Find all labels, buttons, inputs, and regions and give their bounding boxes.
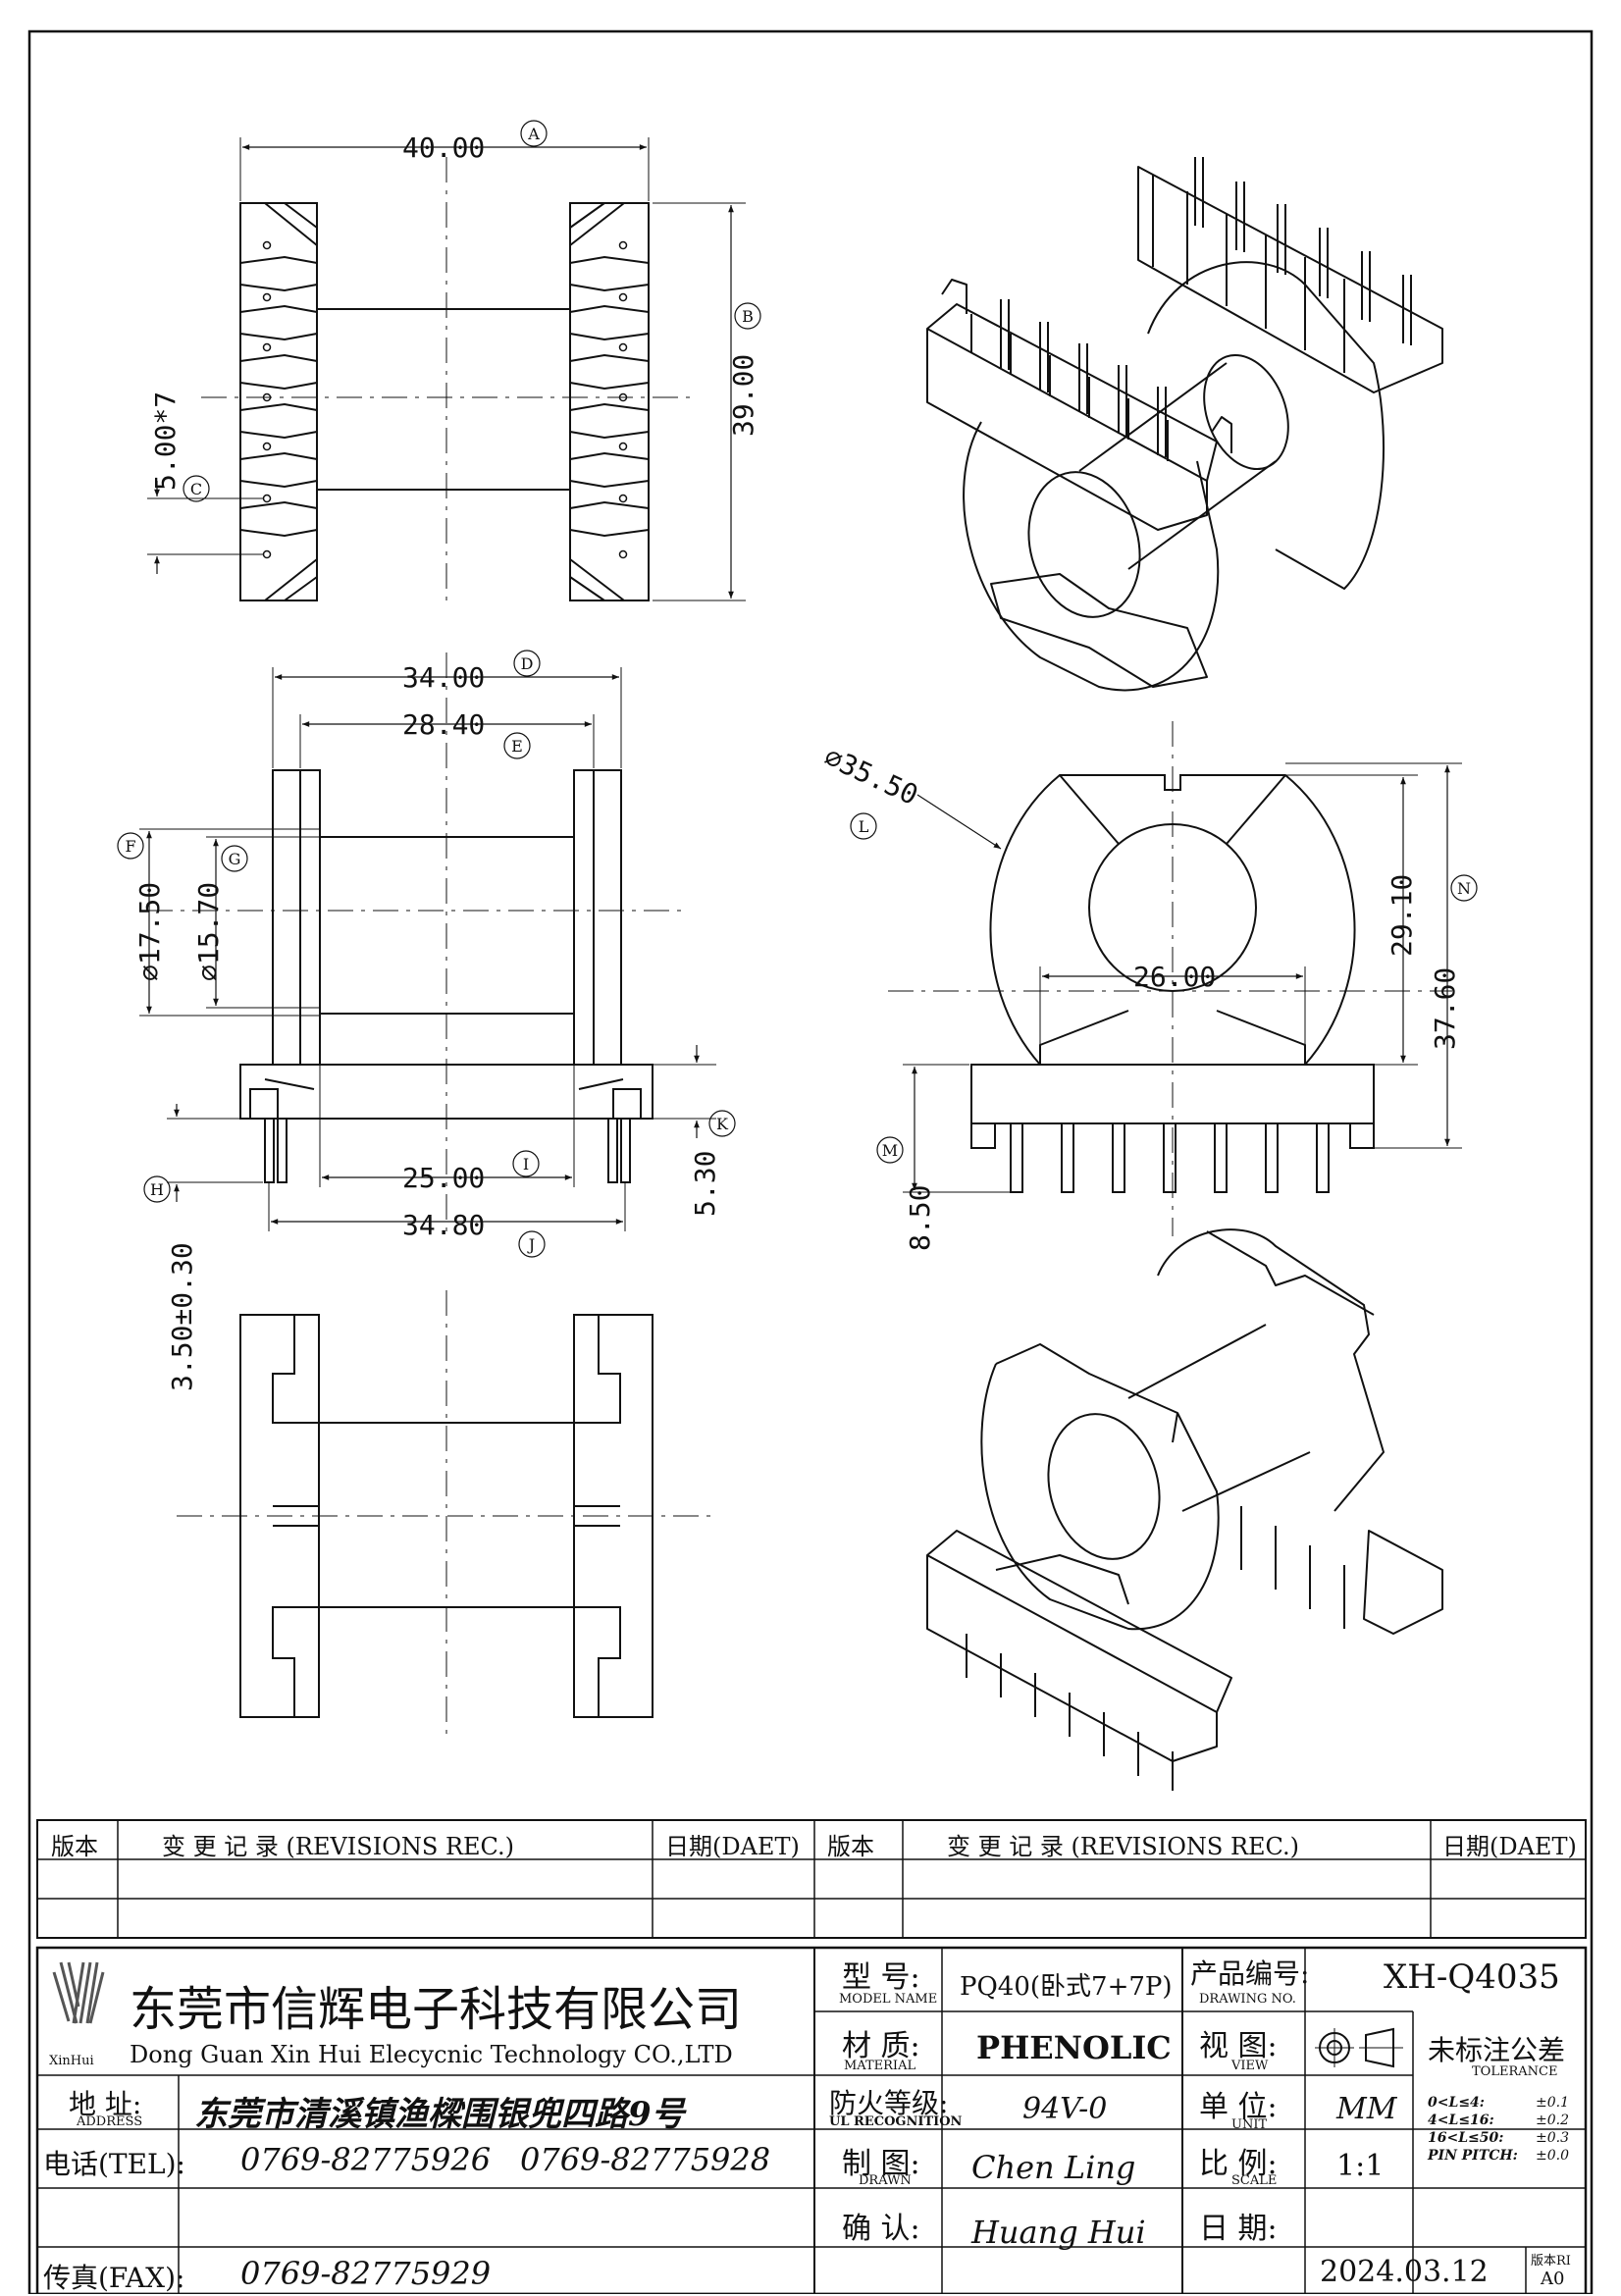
fax-label: 传真(FAX):: [43, 2262, 185, 2294]
dim-j-value: 34.80: [402, 1209, 485, 1241]
address-value: 东莞市清溪镇渔樑围银兜四路9号: [194, 2095, 685, 2134]
address-label-en: ADDRESS: [77, 2114, 143, 2129]
tel-value-2: 0769-82775928: [520, 2141, 771, 2178]
version-value: A0: [1541, 2269, 1565, 2289]
dim-a-label: A: [527, 125, 540, 143]
unit-label: 单 位:: [1199, 2090, 1278, 2124]
scale-label: 比 例:: [1199, 2147, 1278, 2181]
drawn-label: 制 图:: [842, 2147, 920, 2181]
dim-n-label: N: [1457, 879, 1471, 898]
address-label: 地 址:: [69, 2088, 142, 2120]
dim-c-label: C: [190, 480, 202, 498]
drawing-no-label-en: DRAWING NO.: [1199, 1992, 1296, 2007]
tolerance-range-2: 4<L≤16:: [1428, 2113, 1494, 2128]
front-view: [139, 652, 716, 1231]
isometric-view-top: [926, 157, 1443, 692]
tolerance-value-1: ±0.1: [1536, 2095, 1569, 2111]
dim-l-value: ⌀35.50: [819, 740, 923, 811]
tolerance-title-en: TOLERANCE: [1472, 2064, 1558, 2079]
company-logo-icon: [52, 1961, 105, 2024]
tolerance-value-4: ±0.0: [1536, 2148, 1569, 2164]
company-name-cn: 东莞市信辉电子科技有限公司: [130, 1982, 743, 2037]
tolerance-range-3: 16<L≤50:: [1428, 2130, 1504, 2146]
fax-value: 0769-82775929: [240, 2255, 492, 2292]
scale-label-en: SCALE: [1231, 2173, 1278, 2188]
dim-e-value: 28.40: [402, 708, 485, 741]
dim-b-value: 39.00: [727, 354, 759, 437]
view-label: 视 图:: [1199, 2029, 1278, 2063]
dim-d-label: D: [521, 654, 534, 673]
tel-value-1: 0769-82775926: [240, 2141, 492, 2178]
tel-label: 电话(TEL):: [43, 2148, 185, 2180]
rev-col-version-1: 版本: [51, 1833, 98, 1860]
drawing-no-value: XH-Q4035: [1384, 1957, 1560, 1997]
dim-k-value: 5.30: [689, 1151, 721, 1217]
projection-symbol-icon: [1315, 2027, 1403, 2068]
dim-j-label: J: [527, 1235, 535, 1254]
dim-m-label: M: [882, 1141, 898, 1160]
drawing-no-label: 产品编号:: [1190, 1957, 1310, 1990]
dim-h-value: 3.50±0.30: [166, 1242, 198, 1391]
date-label: 日 期:: [1199, 2212, 1278, 2246]
dim-h-label: H: [150, 1180, 164, 1199]
model-value: PQ40(卧式7+7P): [960, 1972, 1173, 2002]
dim-i-label: I: [523, 1155, 529, 1174]
dim-a-value: 40.00: [402, 131, 485, 164]
dim-c-value: 5.00*7: [149, 391, 182, 491]
tolerance-value-3: ±0.3: [1536, 2130, 1569, 2146]
dim-f-value: ⌀17.50: [133, 882, 166, 981]
dim-n-value: 37.60: [1429, 967, 1461, 1050]
date-value: 2024.03.12: [1320, 2255, 1489, 2289]
material-label: 材 质:: [842, 2029, 920, 2063]
dim-d-value: 34.00: [402, 661, 485, 694]
logo-text: XinHui: [49, 2054, 94, 2068]
company-name-en: Dong Guan Xin Hui Elecycnic Technology C…: [130, 2041, 733, 2068]
material-label-en: MATERIAL: [844, 2059, 916, 2073]
dim-b-label: B: [742, 307, 754, 326]
unit-label-en: UNIT: [1231, 2117, 1268, 2132]
rev-col-change-1: 变 更 记 录 (REVISIONS REC.): [162, 1833, 515, 1860]
bottom-view: [177, 1290, 716, 1737]
dim-g-value: ⌀15.70: [192, 882, 225, 981]
side-view: [888, 721, 1462, 1236]
rev-col-version-2: 版本: [827, 1833, 874, 1860]
ul-value: 94V-0: [1022, 2092, 1108, 2126]
ul-label: 防火等级:: [829, 2087, 949, 2119]
drawn-value: Chen Ling: [971, 2149, 1136, 2186]
tolerance-value-2: ±0.2: [1536, 2113, 1569, 2128]
dim-f-label: F: [125, 837, 135, 856]
dim-k-label: K: [716, 1115, 729, 1133]
scale-value: 1:1: [1336, 2149, 1385, 2183]
dim-inner-width: 26.00: [1133, 961, 1216, 993]
dim-m-value: 8.50: [904, 1185, 936, 1251]
dimension-labels: 40.00 A 39.00 B 5.00*7 C 34.00 D 28.40 E…: [117, 120, 1478, 1391]
title-block-grid: [35, 1946, 1588, 2294]
dim-l-label: L: [859, 817, 869, 836]
rev-col-change-2: 变 更 记 录 (REVISIONS REC.): [947, 1833, 1300, 1860]
rev-col-date-1: 日期(DAET): [665, 1833, 800, 1860]
dim-g-label: G: [229, 850, 241, 868]
tolerance-range-1: 0<L≤4:: [1428, 2095, 1485, 2111]
unit-value: MM: [1336, 2092, 1397, 2126]
checked-label: 确 认:: [842, 2212, 920, 2246]
drawn-label-en: DRAWN: [859, 2173, 912, 2188]
tolerance-title: 未标注公差: [1428, 2034, 1566, 2066]
tolerance-range-4: PIN PITCH:: [1428, 2148, 1518, 2164]
dim-i-value: 25.00: [402, 1162, 485, 1194]
model-label: 型 号:: [842, 1960, 920, 1995]
sheet-border: [27, 29, 1594, 2294]
model-label-en: MODEL NAME: [839, 1992, 938, 2007]
checked-value: Huang Hui: [971, 2214, 1146, 2251]
view-label-en: VIEW: [1231, 2059, 1269, 2073]
top-view: [147, 137, 746, 603]
ul-label-en: UL RECOGNITION: [829, 2114, 963, 2129]
revisions-table: [36, 1819, 1587, 1939]
material-value: PHENOLIC: [976, 2029, 1172, 2066]
dim-e-label: E: [511, 737, 523, 756]
version-label: 版本RI: [1531, 2254, 1571, 2269]
dim-inner-height: 29.10: [1386, 874, 1418, 957]
rev-col-date-2: 日期(DAET): [1442, 1833, 1577, 1860]
isometric-view-bottom: [926, 1228, 1443, 1791]
